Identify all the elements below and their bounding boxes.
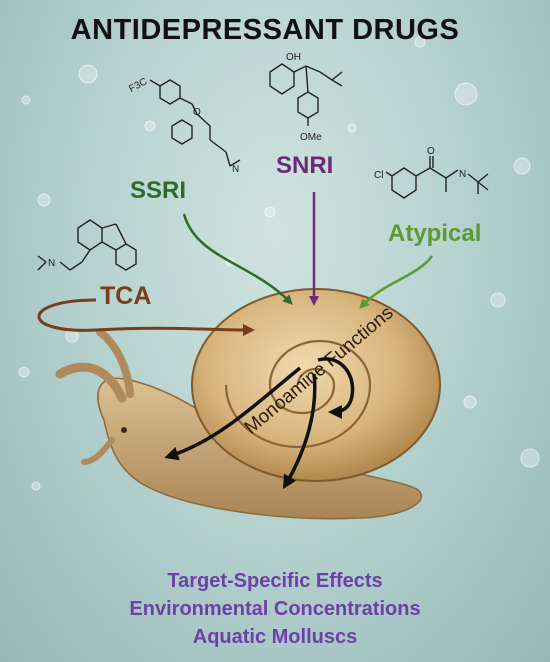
snail-eye bbox=[121, 427, 127, 433]
atypical-molecule bbox=[385, 156, 489, 199]
atypical-label: Atypical bbox=[388, 220, 482, 247]
effect-arrow-head bbox=[164, 366, 302, 461]
bubble bbox=[18, 366, 30, 378]
tca-molecule bbox=[37, 219, 137, 271]
atom-label: O bbox=[193, 107, 201, 118]
tca-arrow bbox=[37, 298, 255, 336]
snail-tentacle bbox=[81, 437, 115, 465]
atom-label: O bbox=[427, 146, 435, 157]
bubble bbox=[490, 292, 506, 308]
bubble bbox=[520, 448, 540, 468]
atom-label: OH bbox=[286, 52, 301, 63]
bubble bbox=[144, 120, 156, 132]
atom-label: F3C bbox=[127, 76, 149, 95]
snri-label: SNRI bbox=[276, 152, 334, 179]
bubble bbox=[31, 481, 41, 491]
caption-line: Target-Specific Effects bbox=[167, 570, 383, 592]
bubbles bbox=[18, 36, 540, 491]
atom-label: N bbox=[459, 169, 466, 180]
snail: Monoamine Functions bbox=[55, 288, 441, 520]
bubble bbox=[454, 82, 478, 106]
bubble bbox=[21, 95, 31, 105]
atom-label: N bbox=[232, 164, 239, 175]
caption-line: Aquatic Molluscs bbox=[192, 626, 358, 648]
bubble bbox=[513, 157, 531, 175]
snail-eye-stalk bbox=[96, 328, 134, 398]
atypical-arrow bbox=[359, 255, 434, 309]
atom-label: Cl bbox=[374, 170, 383, 181]
atom-label: N bbox=[48, 258, 55, 269]
ssri-label: SSRI bbox=[130, 177, 187, 204]
bubble bbox=[347, 123, 357, 133]
effect-arrow-loop bbox=[317, 357, 355, 419]
atom-label: OMe bbox=[300, 132, 322, 143]
shell-spiral bbox=[224, 339, 372, 449]
bubble bbox=[37, 193, 51, 207]
ssri-arrow bbox=[182, 213, 293, 305]
bubble bbox=[78, 64, 98, 84]
bubble bbox=[65, 329, 79, 343]
snail-eye-stalk bbox=[55, 362, 127, 403]
bubble bbox=[264, 206, 276, 218]
effect-arrow-foot bbox=[282, 373, 317, 490]
ssri-molecule bbox=[149, 79, 241, 167]
bubble bbox=[463, 395, 477, 409]
diagram-title: ANTIDEPRESSANT DRUGS bbox=[70, 14, 460, 46]
tca-label: TCA bbox=[100, 282, 152, 310]
caption-line: Environmental Concentrations bbox=[129, 598, 421, 620]
snri-molecule bbox=[269, 63, 343, 126]
bubble bbox=[414, 36, 426, 48]
